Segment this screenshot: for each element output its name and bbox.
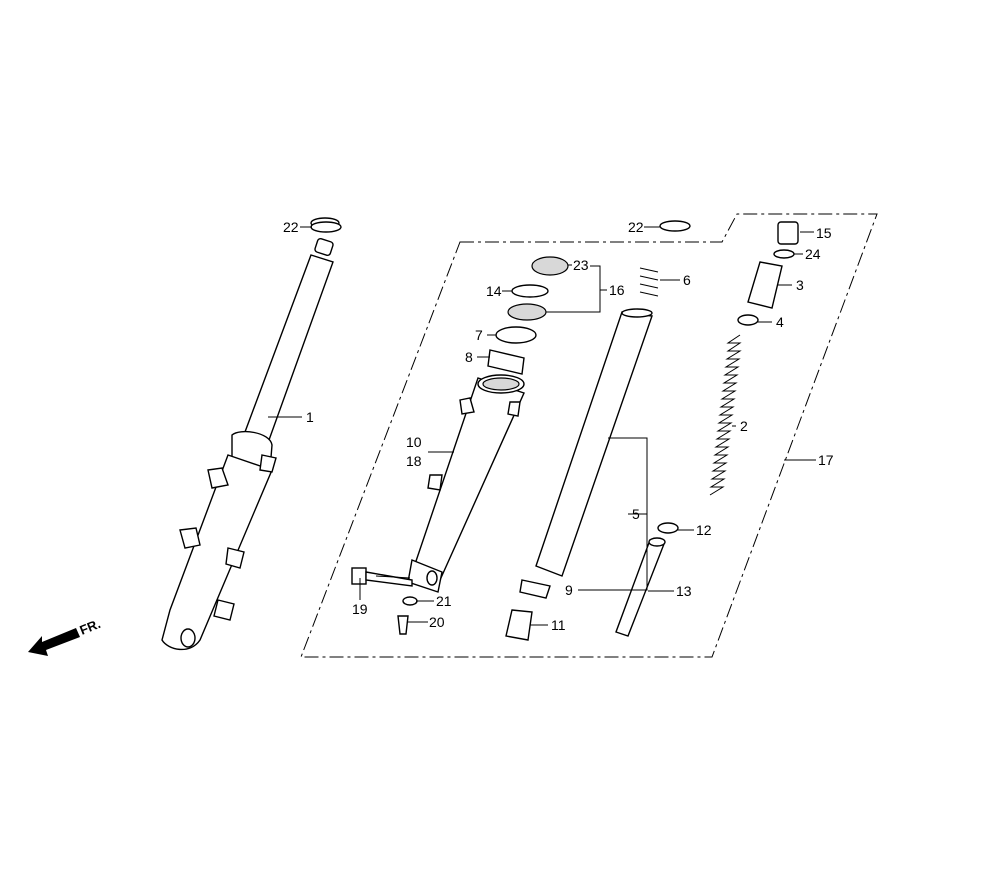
front-direction-indicator: FR. — [28, 616, 103, 656]
callout-13: 13 — [676, 583, 692, 599]
callout-21: 21 — [436, 593, 452, 609]
part-20-screw — [397, 615, 409, 635]
callout-9: 9 — [565, 582, 573, 598]
callout-11: 11 — [551, 617, 566, 633]
fork-assembly-left — [161, 217, 340, 651]
part-19-bolt — [351, 567, 413, 587]
part-6-rebound-spring — [639, 267, 659, 297]
part-14-clip — [511, 284, 549, 298]
callout-20: 20 — [429, 614, 445, 630]
callout-14: 14 — [486, 283, 502, 299]
part-2-fork-spring — [709, 334, 742, 496]
callout-18: 18 — [406, 453, 422, 469]
leader-lines — [268, 226, 816, 626]
front-arrow-icon — [28, 628, 80, 656]
callout-17: 17 — [818, 452, 834, 468]
part-22-ring-right — [659, 220, 691, 232]
part-7-washer — [495, 326, 537, 344]
part-16-oil-seal — [507, 303, 547, 321]
front-label: FR. — [78, 616, 103, 638]
callout-24: 24 — [805, 246, 821, 262]
part-4-washer — [737, 314, 759, 326]
part-23-dust-seal — [531, 256, 569, 276]
part-3-spacer — [747, 261, 783, 309]
part-10-outer-tube — [407, 374, 525, 593]
callouts: 1 2 3 4 5 6 7 8 9 10 11 12 13 14 15 16 1… — [283, 219, 834, 633]
callout-8: 8 — [465, 349, 473, 365]
callout-22-right: 22 — [628, 219, 644, 235]
callout-15: 15 — [816, 225, 832, 241]
callout-2: 2 — [740, 418, 748, 434]
part-22-ring-left — [310, 221, 342, 233]
part-8-bushing — [487, 349, 525, 375]
callout-5: 5 — [632, 506, 640, 522]
callout-22-left: 22 — [283, 219, 299, 235]
callout-7: 7 — [475, 327, 483, 343]
part-13-damper-rod — [615, 537, 666, 637]
callout-3: 3 — [796, 277, 804, 293]
part-24-o-ring — [773, 249, 795, 259]
callout-23: 23 — [573, 257, 589, 273]
callout-19: 19 — [352, 601, 368, 617]
part-12-piston-ring — [657, 522, 679, 534]
part-15-bolt — [777, 221, 799, 245]
part-9-bushing — [519, 579, 551, 599]
assembly-boundary — [300, 213, 878, 658]
part-21-washer — [402, 596, 418, 606]
callout-4: 4 — [776, 314, 784, 330]
part-11-oil-lock — [505, 609, 533, 641]
part-5-fork-pipe — [535, 308, 653, 577]
callout-1: 1 — [306, 409, 314, 425]
callout-10: 10 — [406, 434, 422, 450]
callout-16: 16 — [609, 282, 625, 298]
callout-12: 12 — [696, 522, 712, 538]
callout-6: 6 — [683, 272, 691, 288]
